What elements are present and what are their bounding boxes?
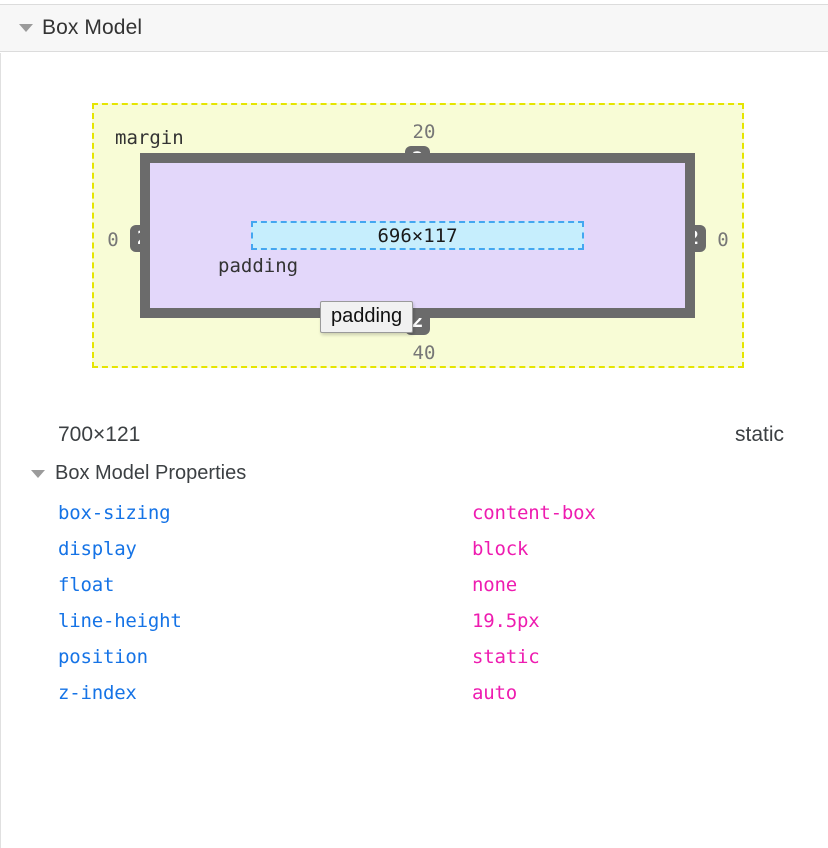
table-row[interactable]: float none xyxy=(1,567,828,603)
table-row[interactable]: position static xyxy=(1,639,828,675)
box-model-tooltip: padding xyxy=(320,301,414,333)
margin-left-value[interactable]: 0 xyxy=(107,229,119,251)
margin-bottom-value[interactable]: 40 xyxy=(412,342,436,364)
chevron-down-icon[interactable] xyxy=(19,24,33,32)
box-model-margin-region[interactable]: margin 20 40 0 0 2 2 2 2 0 0 0 0 border … xyxy=(92,103,744,368)
property-name[interactable]: line-height xyxy=(58,610,182,632)
box-model-content-region[interactable]: 696×117 xyxy=(251,221,584,250)
margin-region-label: margin xyxy=(115,127,184,149)
box-model-border-region[interactable]: border padding 696×117 xyxy=(140,153,695,318)
margin-top-value[interactable]: 20 xyxy=(412,121,436,143)
property-value[interactable]: none xyxy=(472,574,517,596)
box-model-section-header[interactable]: Box Model xyxy=(0,4,828,52)
property-name[interactable]: z-index xyxy=(58,682,137,704)
element-position-value: static xyxy=(734,423,784,446)
property-value[interactable]: 19.5px xyxy=(472,610,540,632)
table-row[interactable]: box-sizing content-box xyxy=(1,495,828,531)
content-size-value: 696×117 xyxy=(377,224,458,247)
box-model-properties-list: box-sizing content-box display block flo… xyxy=(1,495,828,711)
box-model-properties-title: Box Model Properties xyxy=(55,462,247,484)
property-value[interactable]: content-box xyxy=(472,502,596,524)
page-title: Box Model xyxy=(42,16,143,39)
margin-right-value[interactable]: 0 xyxy=(717,229,729,251)
property-value[interactable]: block xyxy=(472,538,529,560)
box-model-summary: 700×121 static xyxy=(1,423,828,447)
box-model-diagram[interactable]: margin 20 40 0 0 2 2 2 2 0 0 0 0 border … xyxy=(92,103,744,368)
property-value[interactable]: auto xyxy=(472,682,517,704)
property-name[interactable]: float xyxy=(58,574,115,596)
property-name[interactable]: position xyxy=(58,646,148,668)
property-name[interactable]: display xyxy=(58,538,137,560)
table-row[interactable]: z-index auto xyxy=(1,675,828,711)
property-value[interactable]: static xyxy=(472,646,540,668)
property-name[interactable]: box-sizing xyxy=(58,502,171,524)
box-model-panel-body: margin 20 40 0 0 2 2 2 2 0 0 0 0 border … xyxy=(0,53,828,848)
box-model-properties-header[interactable]: Box Model Properties xyxy=(31,462,246,485)
table-row[interactable]: display block xyxy=(1,531,828,567)
padding-region-label: padding xyxy=(218,255,299,277)
chevron-down-icon[interactable] xyxy=(31,469,45,478)
table-row[interactable]: line-height 19.5px xyxy=(1,603,828,639)
box-model-padding-region[interactable]: padding 696×117 xyxy=(150,163,685,308)
element-size-value: 700×121 xyxy=(58,423,141,446)
